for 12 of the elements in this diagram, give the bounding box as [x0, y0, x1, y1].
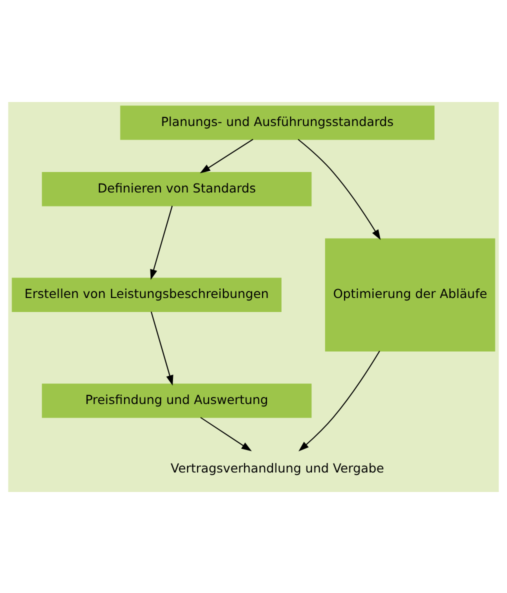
node-box: Planungs- und Ausführungsstandards: [120, 105, 434, 140]
node-box: Preisfindung und Auswertung: [42, 383, 312, 418]
arrow: [150, 311, 174, 386]
arrow: [200, 138, 254, 173]
node-box: Erstellen von Leistungsbeschreibungen: [12, 277, 282, 312]
arrow: [298, 138, 381, 240]
arrow: [298, 350, 380, 451]
arrow: [200, 416, 252, 451]
node-text: Vertragsverhandlung und Vergabe: [170, 460, 384, 475]
node-box: Definieren von Standards: [42, 172, 312, 206]
node-box: Optimierung der Abläufe: [325, 238, 496, 351]
arrow: [150, 205, 173, 280]
